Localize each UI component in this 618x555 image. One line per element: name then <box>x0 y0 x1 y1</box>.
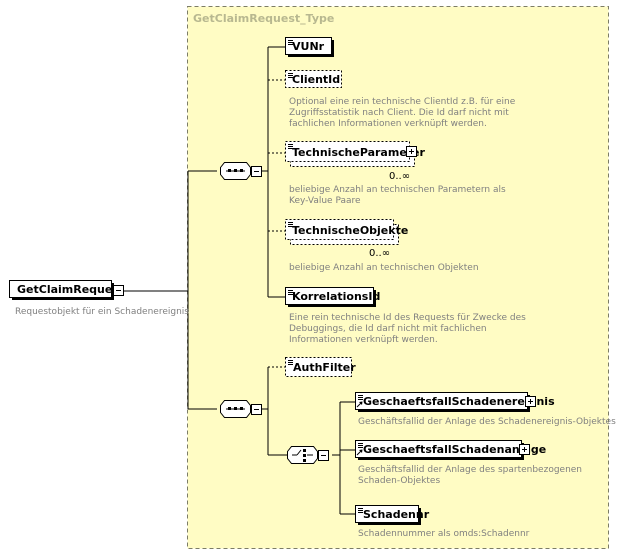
svg-text:Geschäftsfallid der Anlage des: Geschäftsfallid der Anlage des spartenbe… <box>358 465 582 475</box>
occurrence-label: 0..∞ <box>389 171 410 182</box>
svg-text:Geschäftsfallid der Anlage des: Geschäftsfallid der Anlage des Schadener… <box>358 417 616 427</box>
element-doc-icon <box>288 40 293 45</box>
element-vunr[interactable]: VUNr <box>285 37 335 58</box>
element-doc-icon <box>358 395 363 400</box>
element-label: Schadennr <box>363 508 430 521</box>
sequence-compositor-icon[interactable] <box>220 162 262 180</box>
element-doc-icon <box>288 360 293 365</box>
element-description: Eine rein technische Id des Requests für… <box>289 313 526 345</box>
connectors <box>124 46 355 515</box>
element-description: beliebige Anzahl an technischen Paramete… <box>289 185 506 206</box>
element-doc-icon <box>358 508 363 513</box>
element-label: VUNr <box>292 40 325 53</box>
svg-text:beliebige Anzahl an technische: beliebige Anzahl an technischen Paramete… <box>289 185 506 195</box>
element-label: ClientId <box>292 73 340 86</box>
expand-toggle-icon[interactable] <box>406 146 417 157</box>
element-label: GeschaeftsfallSchadenereignis <box>363 395 555 408</box>
element-label: KorrelationsId <box>292 290 380 303</box>
svg-text:Informationen verknüpft werden: Informationen verknüpft werden. <box>289 335 438 345</box>
element-label: AuthFilter <box>293 361 356 374</box>
element-label: GeschaeftsfallSchadenanlage <box>363 443 546 456</box>
element-doc-icon <box>288 144 293 149</box>
svg-text:Optional eine rein technische: Optional eine rein technische ClientId z… <box>289 97 516 107</box>
complex-type-title: GetClaimRequest_Type <box>193 12 334 25</box>
element-description: Geschäftsfallid der Anlage des spartenbe… <box>358 465 582 486</box>
element-description: Optional eine rein technische ClientId z… <box>289 97 516 129</box>
root-element-description: Requestobjekt für ein Schadenereignis <box>15 307 189 317</box>
element-label: TechnischeParameter <box>292 146 425 159</box>
sequence-compositor-icon[interactable] <box>220 400 262 418</box>
occurrence-label: 0..∞ <box>369 248 390 259</box>
reference-arrow-icon <box>356 401 363 408</box>
element-description: Schadennummer als omds:Schadennr <box>358 529 530 539</box>
expand-toggle-icon[interactable] <box>525 396 536 407</box>
choice-compositor-icon[interactable] <box>287 446 329 464</box>
element-schadennr[interactable]: Schadennr <box>355 505 430 526</box>
svg-text:Zugriffsstatistik nach Client.: Zugriffsstatistik nach Client. Die Id da… <box>289 108 509 118</box>
element-technischeobjekte[interactable]: TechnischeObjekte <box>285 219 409 245</box>
element-clientid[interactable]: ClientId <box>285 70 342 88</box>
svg-text:Debuggings, die Id darf nicht: Debuggings, die Id darf nicht mit fachli… <box>289 324 487 334</box>
expand-toggle-icon[interactable] <box>519 444 530 455</box>
element-geschaeftsfallschadenanlage[interactable]: GeschaeftsfallSchadenanlage <box>355 440 547 461</box>
svg-text:Key-Value Paare: Key-Value Paare <box>289 196 361 206</box>
root-element-label: GetClaimRequest <box>17 283 124 296</box>
element-doc-icon <box>288 73 293 78</box>
element-doc-icon <box>288 290 293 295</box>
element-doc-icon <box>288 222 293 227</box>
element-description: Geschäftsfallid der Anlage des Schadener… <box>358 417 616 427</box>
svg-text:beliebige Anzahl an technische: beliebige Anzahl an technischen Objekten <box>289 263 479 273</box>
svg-text:Eine rein technische Id des Re: Eine rein technische Id des Requests für… <box>289 313 526 323</box>
element-korrelationsid[interactable]: KorrelationsId <box>285 287 381 308</box>
element-description: beliebige Anzahl an technischen Objekten <box>289 263 479 273</box>
svg-text:Schaden-Objektes: Schaden-Objektes <box>358 476 440 486</box>
svg-text:Schadennummer als omds:Schaden: Schadennummer als omds:Schadennr <box>358 529 530 539</box>
element-geschaeftsfallschadenereignis[interactable]: GeschaeftsfallSchadenereignis <box>355 392 556 413</box>
svg-text:fachlichen Informationen verkn: fachlichen Informationen verknüpft werde… <box>289 119 487 129</box>
reference-arrow-icon <box>356 449 363 456</box>
element-label: TechnischeObjekte <box>292 224 408 237</box>
element-technischeparameter[interactable]: TechnischeParameter <box>285 141 426 167</box>
element-doc-icon <box>358 443 363 448</box>
root-element[interactable]: GetClaimRequest <box>9 280 125 301</box>
collapse-toggle-icon[interactable] <box>113 285 124 296</box>
element-authfilter[interactable]: AuthFilter <box>285 357 357 377</box>
